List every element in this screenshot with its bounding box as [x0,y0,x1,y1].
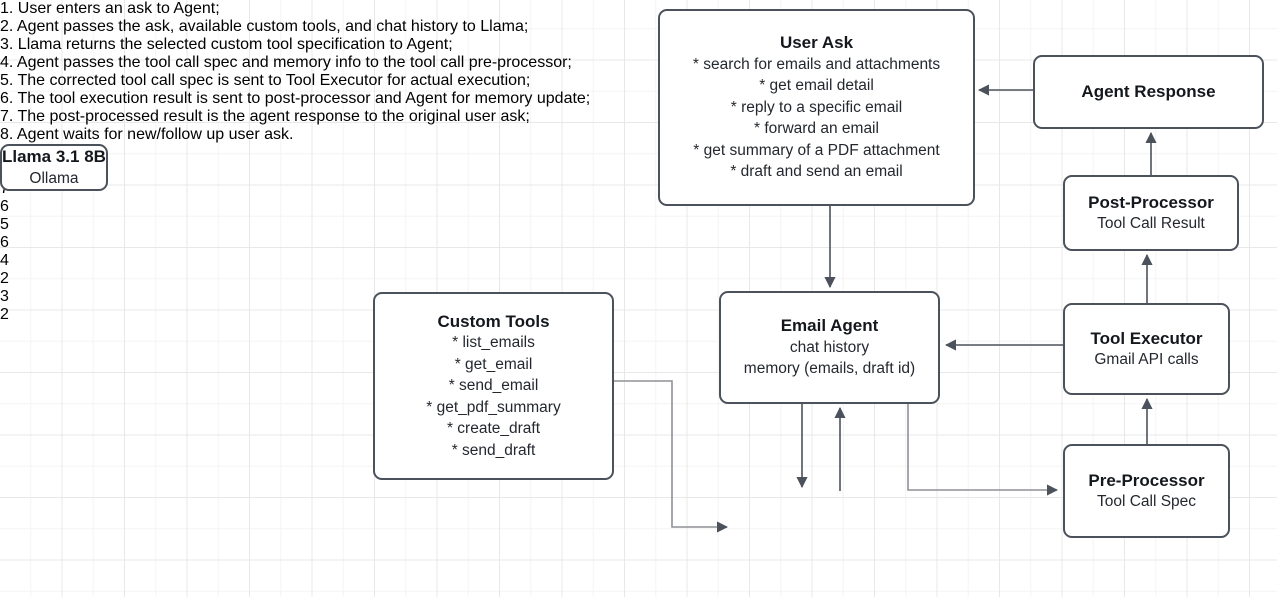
legend-step: 3. Llama returns the selected custom too… [0,36,453,53]
edge-label-1: 1 [0,144,1277,162]
node-email-agent-title: Email Agent [780,316,879,336]
node-custom-tools-title: Custom Tools [437,311,550,331]
node-email-agent-subtitle-2: memory (emails, draft id) [743,360,916,378]
node-user-ask[interactable]: User Ask * search for emails and attachm… [658,9,975,206]
bullet-item: * get email detail [759,77,874,95]
node-pre-processor-title: Pre-Processor [1088,470,1205,490]
node-tool-executor[interactable]: Tool Executor Gmail API calls [1063,303,1230,395]
node-user-ask-title: User Ask [779,33,854,53]
node-llama-subtitle: Ollama [29,169,79,187]
edge-custom-tools-to-llama [614,380,729,533]
bullet-item: * create_draft [446,420,541,438]
legend-step: 7. The post-processed result is the agen… [0,108,530,125]
edge-label-2-tools: 2 [0,306,9,323]
process-steps-legend: 1. User enters an ask to Agent; 2. Agent… [0,0,1277,144]
bullet-item: * get_pdf_summary [426,398,561,416]
node-custom-tools[interactable]: Custom Tools * list_emails * get_email *… [373,292,614,480]
edge-email-agent-to-pre-processor [907,404,1059,496]
legend-step: 8. Agent waits for new/follow up user as… [0,126,294,143]
node-agent-response[interactable]: Agent Response [1033,55,1264,129]
bullet-item: * get summary of a PDF attachment [693,141,940,159]
node-email-agent-subtitle-1: chat history [789,338,870,356]
edge-label-2-agent: 2 [0,270,9,287]
node-llama-title: Llama 3.1 8B [2,147,106,166]
node-custom-tools-bullets: * list_emails * get_email * send_email *… [426,332,560,461]
bullet-item: * forward an email [754,120,879,138]
bullet-item: * send_email [448,377,539,395]
edge-label-6-post: 6 [0,198,9,215]
bullet-item: * send_draft [451,441,536,459]
node-pre-processor-subtitle: Tool Call Spec [1096,493,1197,510]
edge-label-5: 5 [0,216,9,233]
bullet-item: * draft and send an email [730,163,903,181]
node-post-processor[interactable]: Post-Processor Tool Call Result [1063,175,1239,251]
edge-label-6-agent: 6 [0,234,9,251]
legend-step: 5. The corrected tool call spec is sent … [0,72,531,89]
legend-step: 6. The tool execution result is sent to … [0,90,591,107]
node-user-ask-bullets: * search for emails and attachments * ge… [693,54,940,183]
bullet-item: * list_emails [452,334,535,352]
bullet-item: * search for emails and attachments [692,55,941,73]
edge-label-4: 4 [0,252,9,269]
legend-step: 4. Agent passes the tool call spec and m… [0,54,572,71]
bullet-item: * get_email [454,355,533,373]
node-tool-executor-subtitle: Gmail API calls [1094,351,1199,368]
node-email-agent[interactable]: Email Agent chat history memory (emails,… [719,291,940,404]
node-tool-executor-title: Tool Executor [1090,328,1203,348]
legend-step: 2. Agent passes the ask, available custo… [0,18,529,35]
edge-label-3: 3 [0,288,9,305]
node-pre-processor[interactable]: Pre-Processor Tool Call Spec [1063,444,1230,538]
node-post-processor-subtitle: Tool Call Result [1097,215,1205,232]
legend-step: 1. User enters an ask to Agent; [0,0,220,17]
node-agent-response-title: Agent Response [1081,82,1216,102]
bullet-item: * reply to a specific email [730,98,903,116]
node-llama[interactable]: Llama 3.1 8B Ollama [0,144,108,191]
node-post-processor-title: Post-Processor [1088,192,1214,212]
